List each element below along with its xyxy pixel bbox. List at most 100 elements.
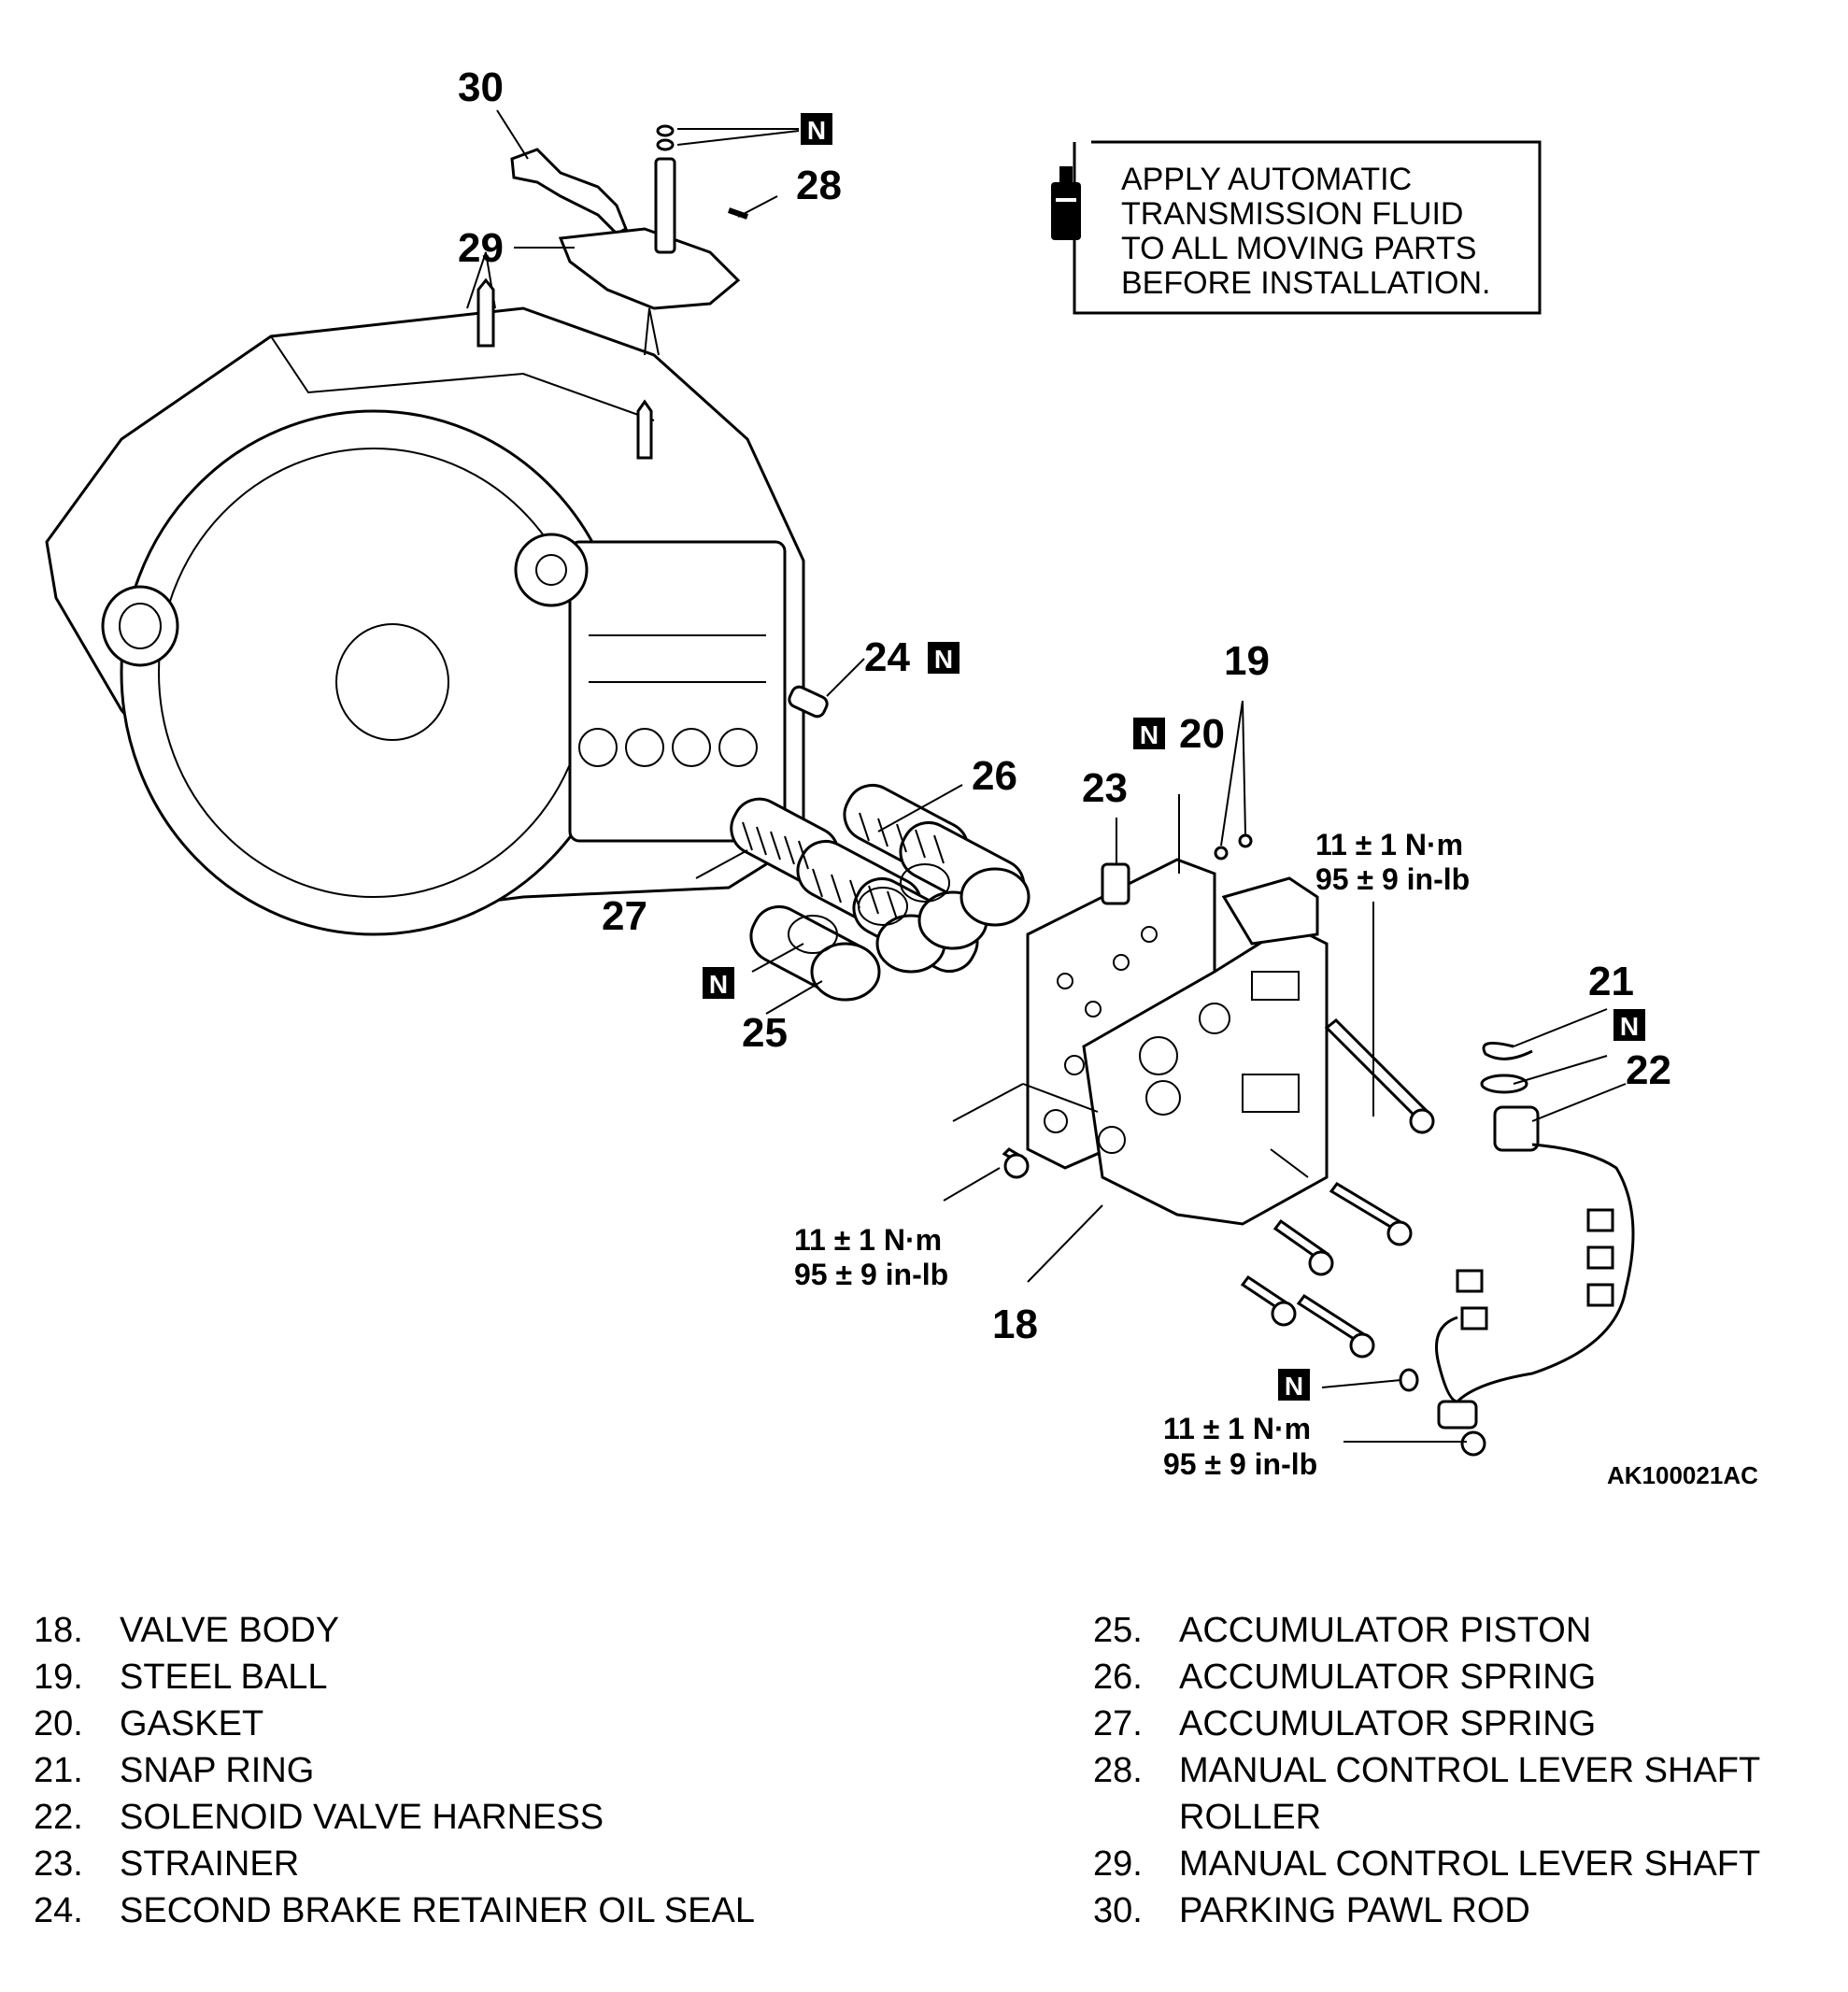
legend-number: 19. [34,1658,83,1697]
snap-ring [1482,1041,1533,1060]
o-ring [1480,1074,1528,1094]
torque-spec-harness-bolt: 11 ± 1 N·m 95 ± 9 in-lb [1163,1412,1317,1481]
new-part-badge: N [1613,1009,1645,1041]
manual-control-lever-shaft [558,124,741,310]
parts-legend-right: 25. ACCUMULATOR PISTON 26. ACCUMULATOR S… [1093,1607,1848,1934]
legend-item: 18. VALVE BODY [34,1607,792,1654]
callout-18: 18 [992,1302,1038,1347]
legend-item: 22. SOLENOID VALVE HARNESS [34,1794,792,1841]
legend-label: MANUAL CONTROL LEVER SHAFT ROLLER [1179,1751,1760,1837]
callout-28: 28 [796,163,842,208]
second-brake-retainer-oil-seal [788,685,829,719]
new-part-badge: N [928,642,960,674]
legend-label: STEEL BALL [120,1658,328,1697]
legend-label: PARKING PAWL ROD [1179,1891,1530,1930]
figure-id: AK100021AC [1607,1461,1758,1489]
legend-item: 27. ACCUMULATOR SPRING [1093,1700,1848,1747]
svg-text:95 ± 9 in-lb: 95 ± 9 in-lb [1163,1447,1317,1481]
legend-label: ACCUMULATOR PISTON [1179,1611,1592,1650]
callout-23: 23 [1082,765,1128,811]
svg-text:11 ± 1 N·m: 11 ± 1 N·m [794,1223,942,1257]
legend-label: SOLENOID VALVE HARNESS [120,1798,604,1837]
callout-20: 20 [1179,711,1225,757]
new-part-badge: N [1278,1369,1310,1401]
valve-body-bolts [1002,1017,1435,1359]
svg-text:N: N [934,645,953,674]
legend-item: 28. MANUAL CONTROL LEVER SHAFT ROLLER [1093,1747,1848,1841]
legend-number: 22. [34,1798,83,1837]
new-part-badges: N N N N N N [703,113,1645,1401]
parts-legend-left: 18. VALVE BODY 19. STEEL BALL 20. GASKET… [34,1607,792,1934]
legend-item: 21. SNAP RING [34,1747,792,1794]
strainer [1101,862,1130,905]
atf-note-box: APPLY AUTOMATIC TRANSMISSION FLUID TO AL… [1051,140,1542,315]
legend-label: ACCUMULATOR SPRING [1179,1658,1597,1697]
legend-number: 28. [1093,1751,1143,1790]
legend-label: STRAINER [120,1844,300,1884]
legend-item: 26. ACCUMULATOR SPRING [1093,1654,1848,1700]
callout-24: 24 [864,634,910,680]
svg-text:11 ± 1 N·m: 11 ± 1 N·m [1315,828,1463,861]
legend-item: 19. STEEL BALL [34,1654,792,1700]
legend-number: 29. [1093,1844,1143,1884]
legend-label: VALVE BODY [120,1611,340,1650]
parking-pawl-rod [510,148,628,235]
steel-balls [1214,833,1253,861]
callout-22: 22 [1626,1047,1671,1093]
svg-text:N: N [709,970,728,999]
legend-number: 20. [34,1704,83,1743]
transmission-case [45,251,805,936]
svg-text:N: N [1620,1012,1639,1041]
callout-21: 21 [1588,959,1634,1004]
callout-19: 19 [1224,638,1270,684]
legend-number: 24. [34,1891,83,1930]
callout-30: 30 [458,64,504,110]
callout-29: 29 [458,225,504,271]
note-line: TO ALL MOVING PARTS [1121,231,1476,266]
callout-27: 27 [602,893,647,939]
torque-spec-valve-body-bolts: 11 ± 1 N·m 95 ± 9 in-lb [1315,828,1470,896]
torque-spec-gasket-bolt: 11 ± 1 N·m 95 ± 9 in-lb [794,1223,948,1291]
legend-number: 25. [1093,1611,1143,1650]
callout-labels: 30 28 29 24 26 19 20 23 27 25 18 21 22 [458,64,1671,1347]
note-line: APPLY AUTOMATIC [1121,162,1412,197]
svg-text:N: N [1140,720,1159,749]
accumulator-pistons [788,863,1031,1002]
callout-25: 25 [742,1010,788,1056]
manual-control-lever-shaft-roller [728,207,748,220]
svg-text:11 ± 1 N·m: 11 ± 1 N·m [1163,1412,1311,1445]
svg-text:N: N [1285,1372,1303,1401]
torque-specs: 11 ± 1 N·m 95 ± 9 in-lb 11 ± 1 N·m 95 ± … [794,828,1470,1481]
svg-text:95 ± 9 in-lb: 95 ± 9 in-lb [1315,862,1470,896]
legend-item: 29. MANUAL CONTROL LEVER SHAFT [1093,1841,1848,1887]
legend-item: 25. ACCUMULATOR PISTON [1093,1607,1848,1654]
exploded-view-diagram: 30 28 29 24 26 19 20 23 27 25 18 21 22 N… [45,64,1758,1489]
legend-label: MANUAL CONTROL LEVER SHAFT [1179,1844,1761,1884]
callout-26: 26 [972,753,1017,799]
fluid-bottle-icon [1051,166,1081,240]
legend-number: 26. [1093,1658,1143,1697]
leader-lines [496,109,1627,1443]
legend-label: SNAP RING [120,1751,315,1790]
legend-item: 24. SECOND BRAKE RETAINER OIL SEAL [34,1887,792,1934]
solenoid-valve-harness [1399,1105,1635,1457]
legend-number: 18. [34,1611,83,1650]
svg-text:95 ± 9 in-lb: 95 ± 9 in-lb [794,1258,948,1291]
new-part-badge: N [1133,718,1165,749]
legend-label: GASKET [120,1704,264,1743]
legend-number: 21. [34,1751,83,1790]
legend-number: 30. [1093,1891,1143,1930]
legend-item: 20. GASKET [34,1700,792,1747]
svg-text:N: N [807,116,826,145]
legend-item: 30. PARKING PAWL ROD [1093,1887,1848,1934]
new-part-badge: N [703,967,734,999]
legend-item: 23. STRAINER [34,1841,792,1887]
valve-body [1082,876,1329,1226]
legend-number: 23. [34,1844,83,1884]
note-line: BEFORE INSTALLATION. [1121,265,1490,301]
note-line: TRANSMISSION FLUID [1121,196,1463,232]
legend-label: SECOND BRAKE RETAINER OIL SEAL [120,1891,755,1930]
legend-number: 27. [1093,1704,1143,1743]
legend-label: ACCUMULATOR SPRING [1179,1704,1597,1743]
new-part-badge: N [801,113,832,145]
